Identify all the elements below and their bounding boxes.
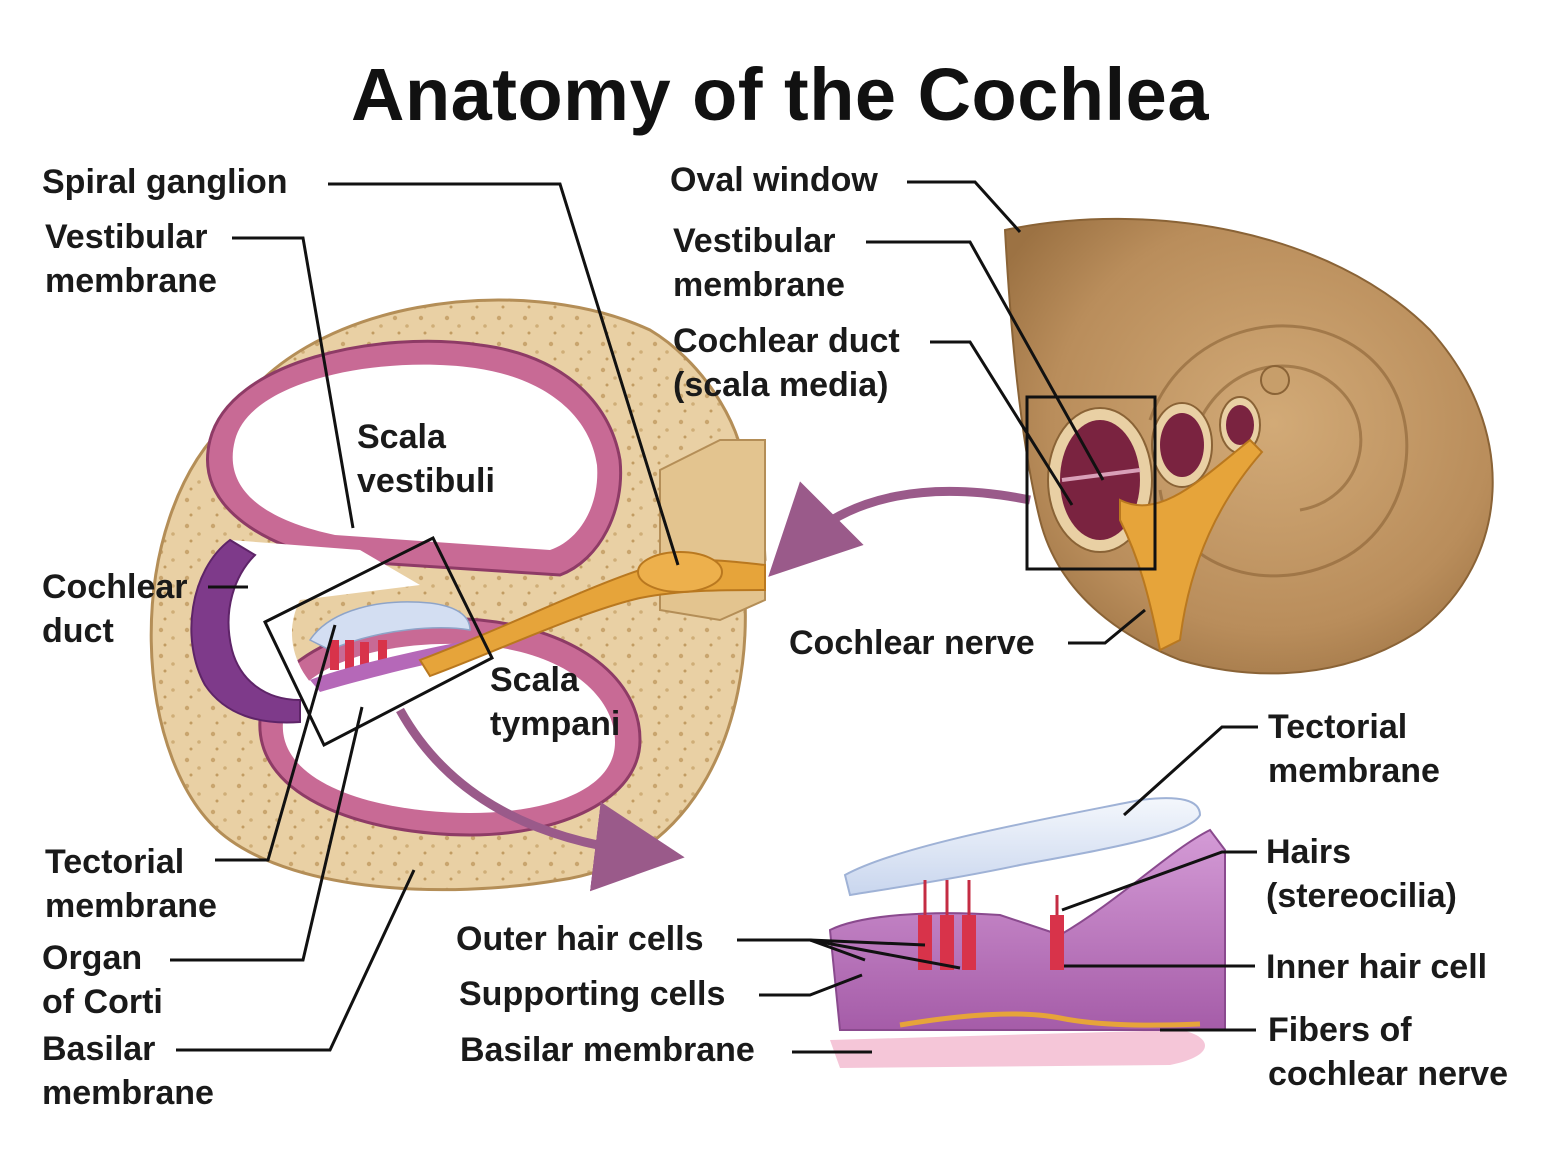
tectorial-membrane-small — [308, 601, 471, 651]
detail-box-left — [263, 535, 494, 748]
basilar-membrane-band — [830, 1030, 1205, 1068]
arrow-to-organ-detail — [396, 707, 685, 892]
detail-box-right — [1025, 395, 1157, 571]
scala-tympani — [282, 643, 615, 813]
leader-lines — [170, 180, 1258, 1054]
cochlea-cross-section — [149, 298, 767, 892]
outer-hair-cells-group — [918, 880, 976, 970]
arrow-to-cross-section — [768, 481, 1031, 577]
label-inner-hair-cell: Inner hair cell — [1266, 948, 1488, 986]
organ-of-corti-detail — [828, 797, 1226, 1068]
label-oval-window: Oval window — [670, 161, 878, 199]
page-title: Anatomy of the Cochlea — [351, 53, 1209, 136]
label-hairs-stereocilia: Hairs(stereocilia) — [1266, 833, 1457, 915]
organ-of-corti-small — [310, 640, 470, 692]
label-cochlear-nerve: Cochlear nerve — [789, 624, 1035, 662]
cochlea-spiral-view — [1003, 217, 1494, 675]
label-basilar-membrane-bottom: Basilar membrane — [460, 1031, 755, 1069]
tectorial-membrane-large — [843, 797, 1202, 897]
cochlear-nerve-right — [1119, 438, 1264, 652]
label-supporting-cells: Supporting cells — [459, 975, 726, 1013]
scala-vestibuli — [232, 364, 598, 550]
label-cochlear-duct-right: Cochlear duct(scala media) — [673, 322, 900, 404]
cochlear-duct-region — [191, 540, 420, 720]
supporting-cells-mass — [828, 828, 1226, 1031]
label-outer-hair-cells: Outer hair cells — [456, 920, 704, 958]
inner-hair-cell-shape — [1050, 915, 1064, 970]
nerve-fibers-bottom — [899, 1011, 1201, 1028]
label-spiral-ganglion: Spiral ganglion — [42, 163, 288, 201]
spiral-ganglion — [637, 551, 723, 593]
